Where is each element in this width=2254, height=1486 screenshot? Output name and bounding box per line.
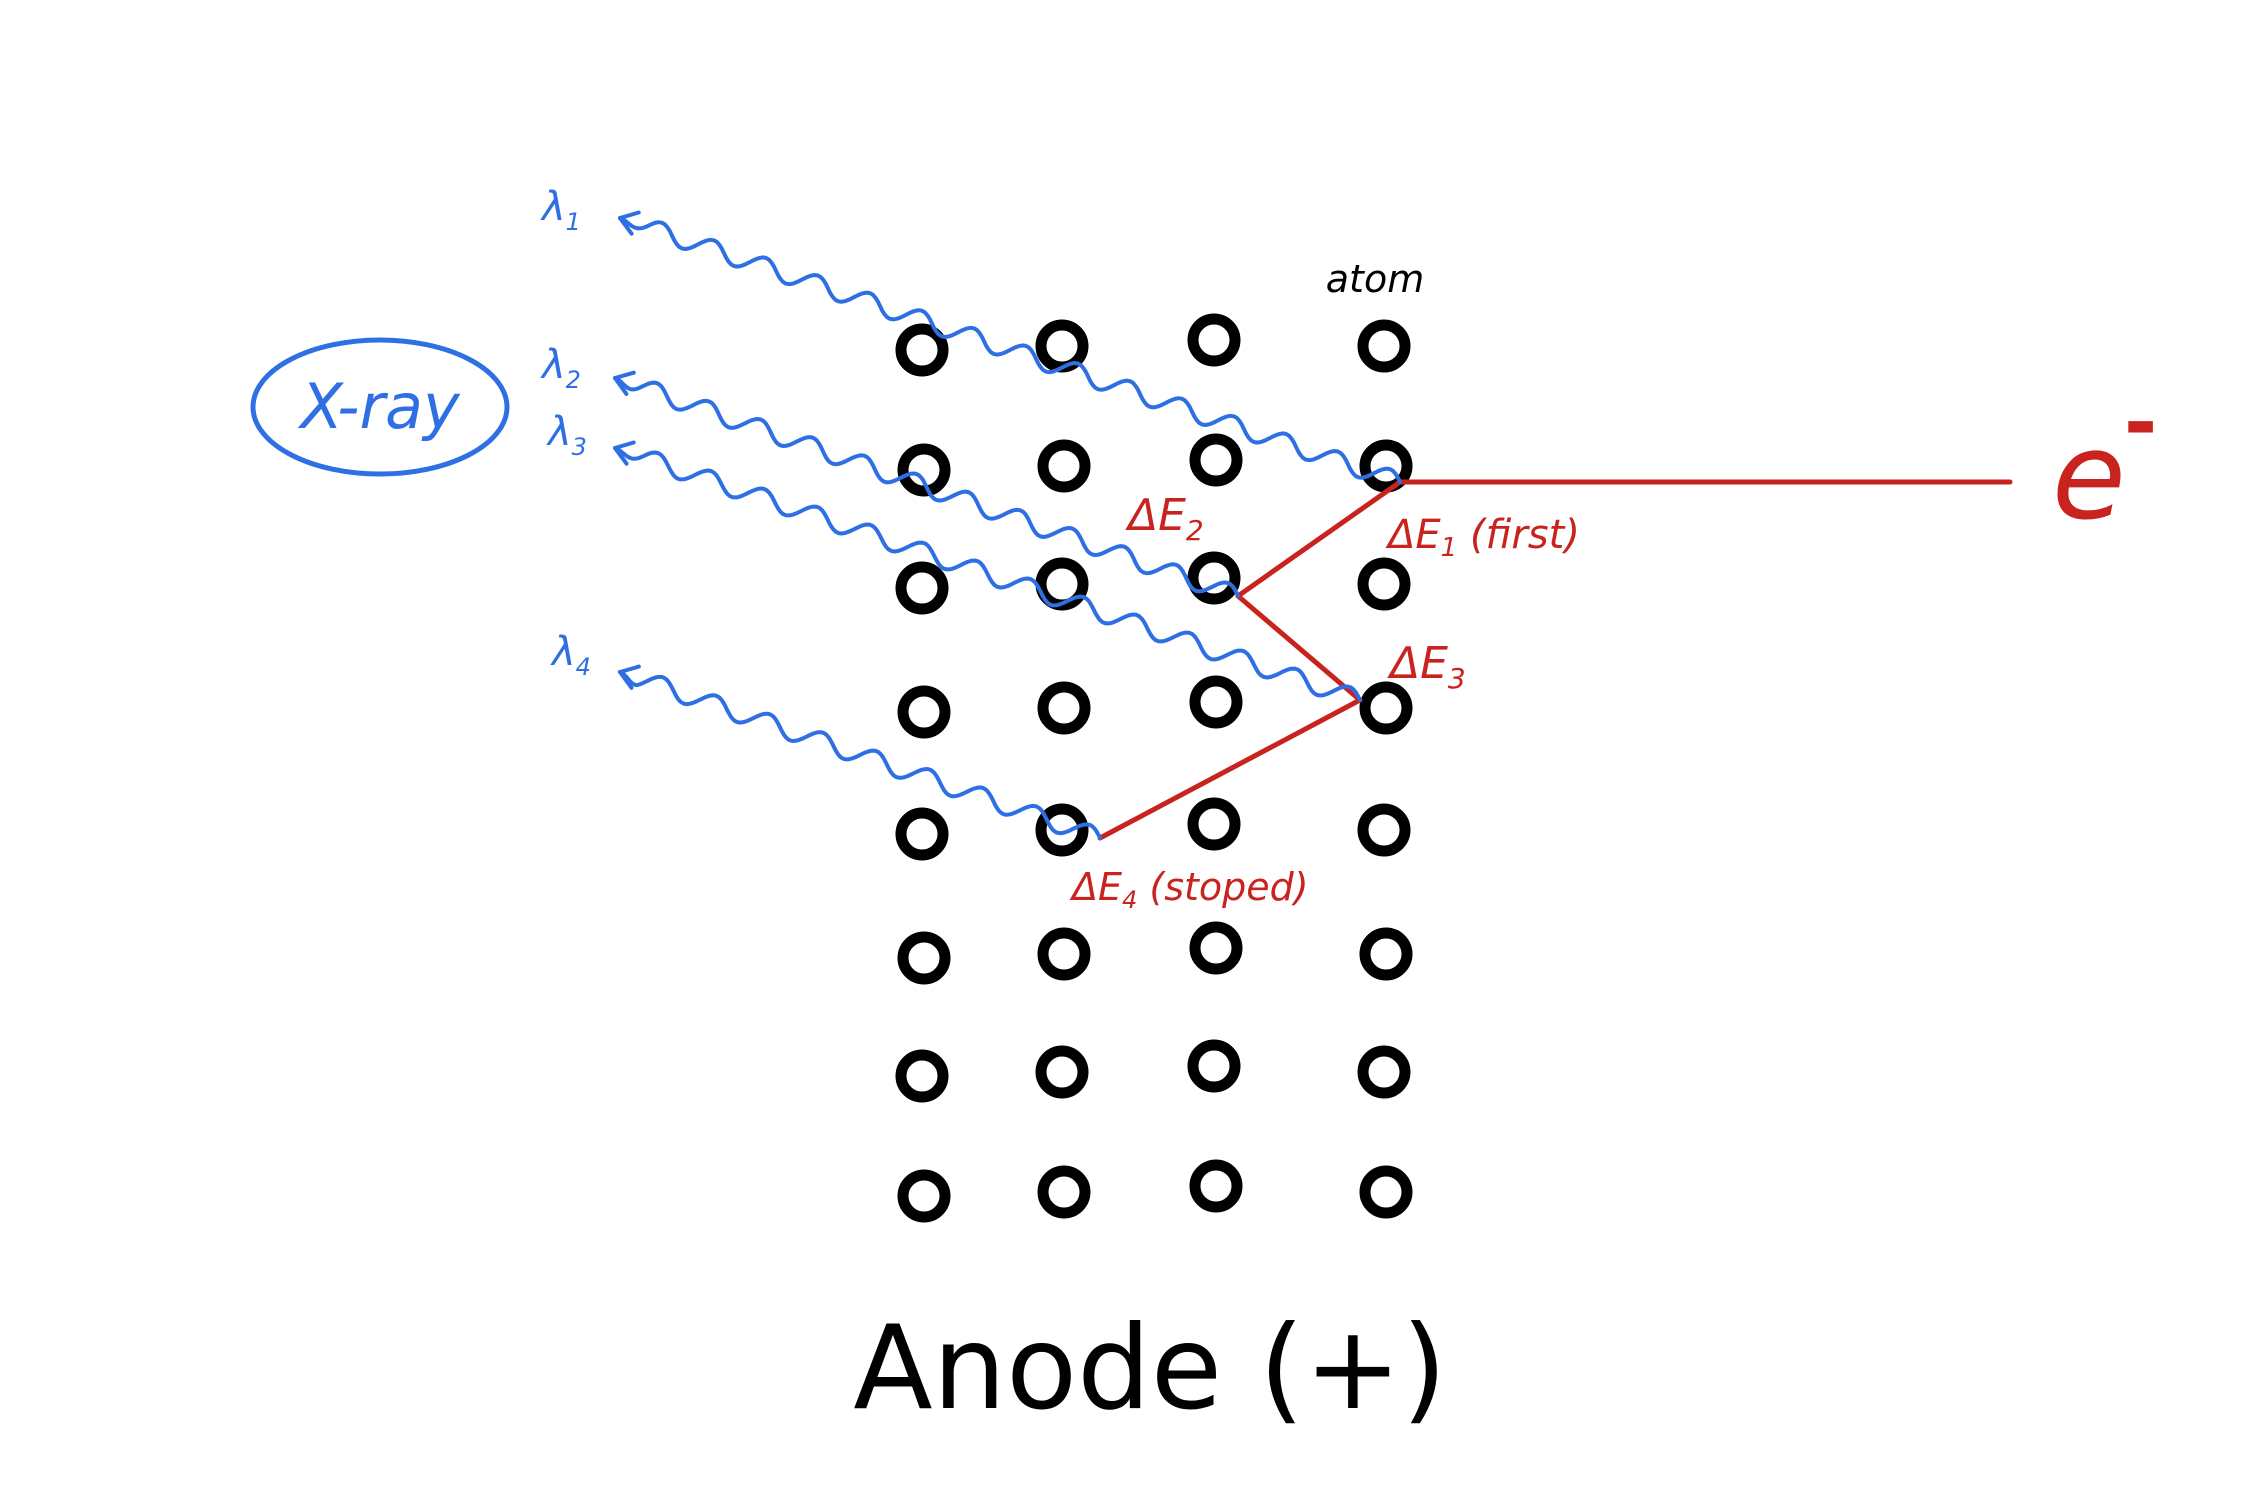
xray-badge: X-ray (250, 337, 510, 477)
photon-lambda-3-arrowhead (613, 440, 636, 466)
atom (1037, 439, 1091, 493)
lambda-1-label: λ1 (540, 184, 581, 236)
atom (897, 443, 951, 497)
energy-loss-labels: ΔE1 (first) ΔE2 ΔE3 ΔE4 (stoped) (1069, 490, 1580, 914)
atom (895, 807, 949, 861)
photon-lambda-2 (613, 376, 1240, 598)
atom (1187, 797, 1241, 851)
atom (895, 323, 949, 377)
atom-lattice (895, 313, 1413, 1223)
atom (1037, 1165, 1091, 1219)
atom (1189, 675, 1243, 729)
lambda-3-label: λ3 (546, 409, 587, 461)
atom (1187, 1039, 1241, 1093)
atom (1359, 681, 1413, 735)
atom (897, 1169, 951, 1223)
photon-paths (613, 210, 1402, 840)
electron-label: e (2052, 408, 2126, 547)
atom (1037, 927, 1091, 981)
atom (1035, 1045, 1089, 1099)
wavelength-labels: λ1 λ2 λ3 λ4 (540, 184, 591, 681)
electron-charge: - (2124, 376, 2157, 469)
electron-segment-2 (1235, 593, 1363, 703)
atom-label: atom (1326, 257, 1424, 301)
atom (1187, 551, 1241, 605)
atom (1189, 1159, 1243, 1213)
photon-lambda-1 (618, 216, 1402, 484)
atom (895, 1049, 949, 1103)
xray-ellipse (250, 337, 510, 477)
photon-lambda-4 (618, 670, 1102, 840)
atom (1035, 803, 1089, 857)
lambda-4-label: λ4 (550, 629, 591, 681)
delta-e1-label: ΔE1 (first) (1385, 512, 1580, 563)
atom (1037, 681, 1091, 735)
lambda-2-label: λ2 (540, 342, 581, 394)
atom (1187, 313, 1241, 367)
atom (1189, 921, 1243, 975)
atom (1357, 319, 1411, 373)
electron-symbol: e - (2052, 376, 2157, 547)
electron-segment-1 (1235, 479, 1403, 599)
atom (1035, 319, 1089, 373)
electron-segment-3 (1097, 697, 1363, 841)
photon-lambda-3 (613, 446, 1362, 702)
anode-label: Anode (+) (853, 1301, 1446, 1436)
atom (895, 561, 949, 615)
photon-lambda-1-arrowhead (618, 210, 641, 236)
atom (1359, 439, 1413, 493)
xray-label: X-ray (297, 370, 461, 443)
atom (897, 931, 951, 985)
atom (1357, 803, 1411, 857)
photon-lambda-2-arrowhead (613, 370, 636, 396)
atom (1359, 1165, 1413, 1219)
delta-e2-label: ΔE2 (1125, 490, 1204, 547)
atom (1359, 927, 1413, 981)
atom (1357, 557, 1411, 611)
delta-e3-label: ΔE3 (1387, 638, 1466, 695)
atom (1189, 433, 1243, 487)
delta-e4-label: ΔE4 (stoped) (1069, 865, 1309, 914)
atom (897, 685, 951, 739)
photon-lambda-4-arrowhead (618, 664, 641, 690)
electron-path (1097, 479, 2013, 841)
atom (1357, 1045, 1411, 1099)
